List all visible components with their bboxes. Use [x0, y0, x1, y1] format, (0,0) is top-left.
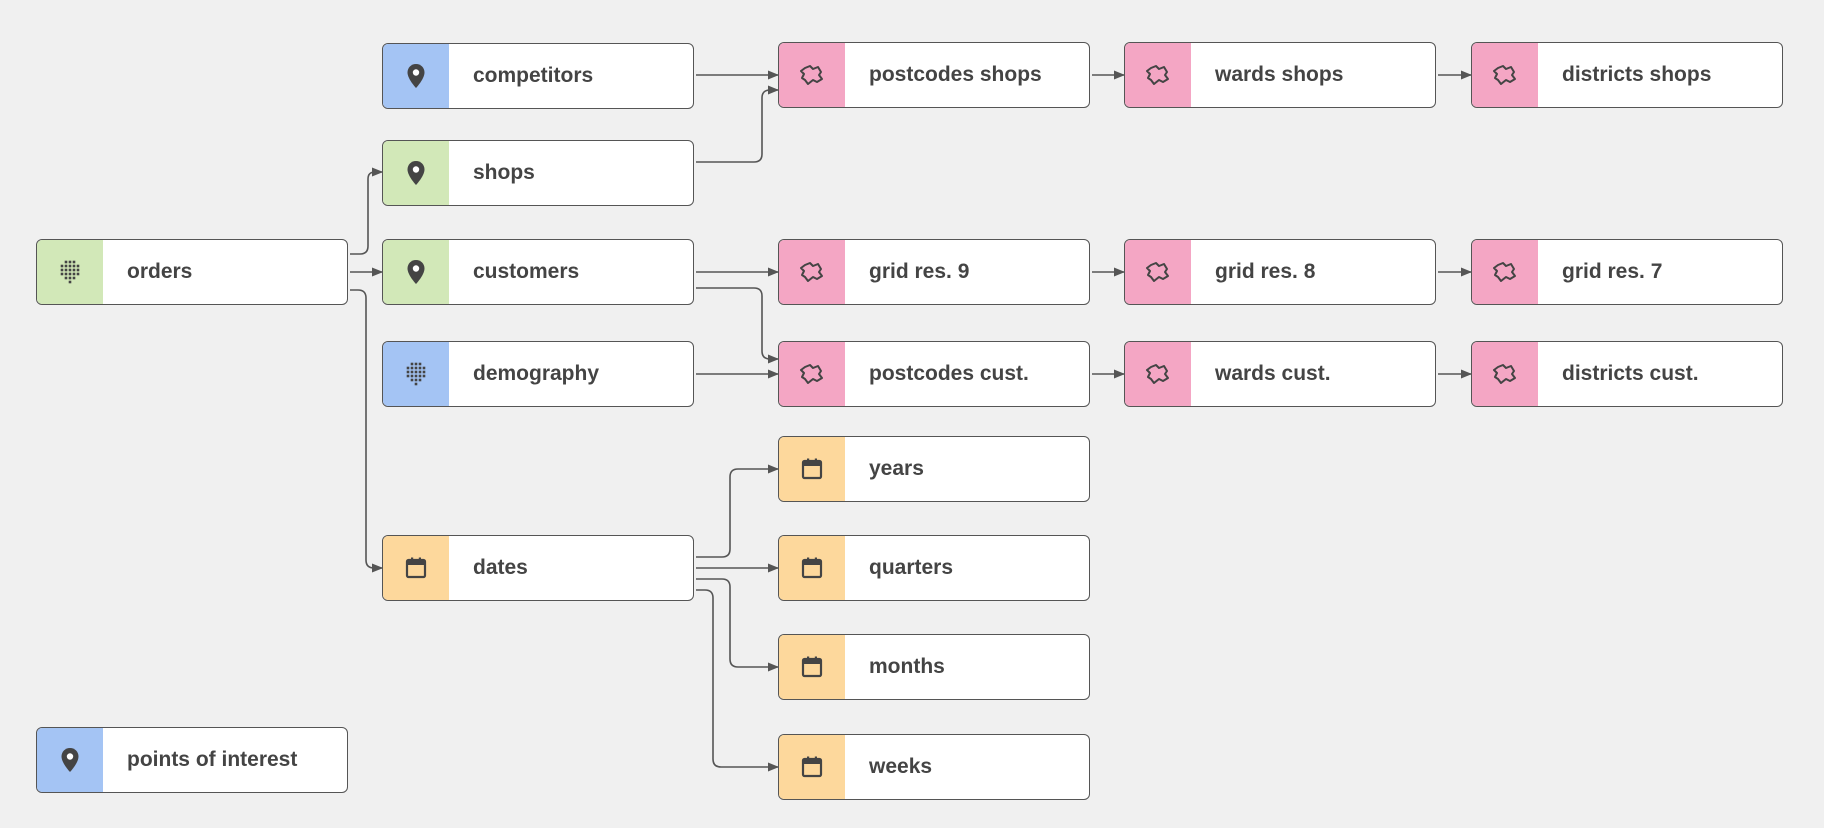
node-swatch — [779, 43, 845, 107]
node-grid-res-7[interactable]: grid res. 7 — [1471, 239, 1783, 305]
edge-dates-to-months — [696, 578, 780, 672]
node-orders[interactable]: orders — [36, 239, 348, 305]
node-label: wards shops — [1215, 63, 1344, 86]
node-swatch — [779, 342, 845, 406]
node-swatch — [1472, 342, 1538, 406]
node-grid-res-9[interactable]: grid res. 9 — [778, 239, 1090, 305]
node-postcodes-cust[interactable]: postcodes cust. — [778, 341, 1090, 407]
edge-dates-to-years — [696, 464, 780, 558]
area-shape-icon — [1145, 362, 1171, 386]
edge-dates-to-weeks — [696, 589, 780, 772]
node-swatch — [37, 728, 103, 792]
node-label: quarters — [869, 556, 954, 579]
edge-shops-to-postcodes-shops — [696, 85, 780, 163]
node-label: districts cust. — [1562, 362, 1699, 385]
area-shape-icon — [799, 63, 825, 87]
area-shape-icon — [1145, 63, 1171, 87]
node-postcodes-shops[interactable]: postcodes shops — [778, 42, 1090, 108]
node-swatch — [1125, 342, 1191, 406]
node-years[interactable]: years — [778, 436, 1090, 502]
node-label: months — [869, 655, 945, 678]
node-points-of-interest[interactable]: points of interest — [36, 727, 348, 793]
node-label: competitors — [473, 64, 594, 87]
node-wards-cust[interactable]: wards cust. — [1124, 341, 1436, 407]
node-competitors[interactable]: competitors — [382, 43, 694, 109]
node-swatch — [37, 240, 103, 304]
node-wards-shops[interactable]: wards shops — [1124, 42, 1436, 108]
node-label: demography — [473, 362, 600, 385]
edge-orders-to-dates — [350, 289, 384, 573]
node-swatch — [383, 240, 449, 304]
calendar-icon — [800, 655, 824, 679]
edge-customers-to-postcodes-cust — [696, 287, 780, 364]
node-label: districts shops — [1562, 63, 1712, 86]
node-swatch — [779, 735, 845, 799]
node-label: grid res. 9 — [869, 260, 970, 283]
node-swatch — [383, 44, 449, 108]
node-swatch — [779, 536, 845, 600]
node-label: orders — [127, 260, 193, 283]
node-label: postcodes cust. — [869, 362, 1029, 385]
node-demography[interactable]: demography — [382, 341, 694, 407]
area-shape-icon — [1145, 260, 1171, 284]
area-shape-icon — [799, 362, 825, 386]
area-shape-icon — [1492, 362, 1518, 386]
node-label: points of interest — [127, 748, 298, 771]
node-swatch — [1472, 43, 1538, 107]
node-districts-shops[interactable]: districts shops — [1471, 42, 1783, 108]
area-shape-icon — [1492, 63, 1518, 87]
map-pin-icon — [405, 63, 427, 89]
node-label: weeks — [869, 755, 933, 778]
node-label: postcodes shops — [869, 63, 1042, 86]
node-grid-res-8[interactable]: grid res. 8 — [1124, 239, 1436, 305]
node-customers[interactable]: customers — [382, 239, 694, 305]
node-dates[interactable]: dates — [382, 535, 694, 601]
grid-dots-icon — [58, 260, 82, 284]
node-swatch — [383, 141, 449, 205]
node-swatch — [383, 536, 449, 600]
node-label: grid res. 8 — [1215, 260, 1316, 283]
area-shape-icon — [1492, 260, 1518, 284]
node-swatch — [779, 635, 845, 699]
calendar-icon — [404, 556, 428, 580]
calendar-icon — [800, 457, 824, 481]
calendar-icon — [800, 755, 824, 779]
area-shape-icon — [799, 260, 825, 284]
map-pin-icon — [405, 259, 427, 285]
node-label: dates — [473, 556, 528, 579]
grid-dots-icon — [404, 362, 428, 386]
node-label: shops — [473, 161, 535, 184]
node-months[interactable]: months — [778, 634, 1090, 700]
node-shops[interactable]: shops — [382, 140, 694, 206]
node-districts-cust[interactable]: districts cust. — [1471, 341, 1783, 407]
node-swatch — [779, 437, 845, 501]
node-swatch — [779, 240, 845, 304]
node-swatch — [1125, 240, 1191, 304]
node-weeks[interactable]: weeks — [778, 734, 1090, 800]
node-swatch — [1472, 240, 1538, 304]
node-label: customers — [473, 260, 580, 283]
node-quarters[interactable]: quarters — [778, 535, 1090, 601]
node-label: wards cust. — [1215, 362, 1331, 385]
node-swatch — [1125, 43, 1191, 107]
map-pin-icon — [59, 747, 81, 773]
node-label: years — [869, 457, 924, 480]
calendar-icon — [800, 556, 824, 580]
node-swatch — [383, 342, 449, 406]
node-label: grid res. 7 — [1562, 260, 1663, 283]
edge-orders-to-shops — [350, 167, 384, 255]
map-pin-icon — [405, 160, 427, 186]
